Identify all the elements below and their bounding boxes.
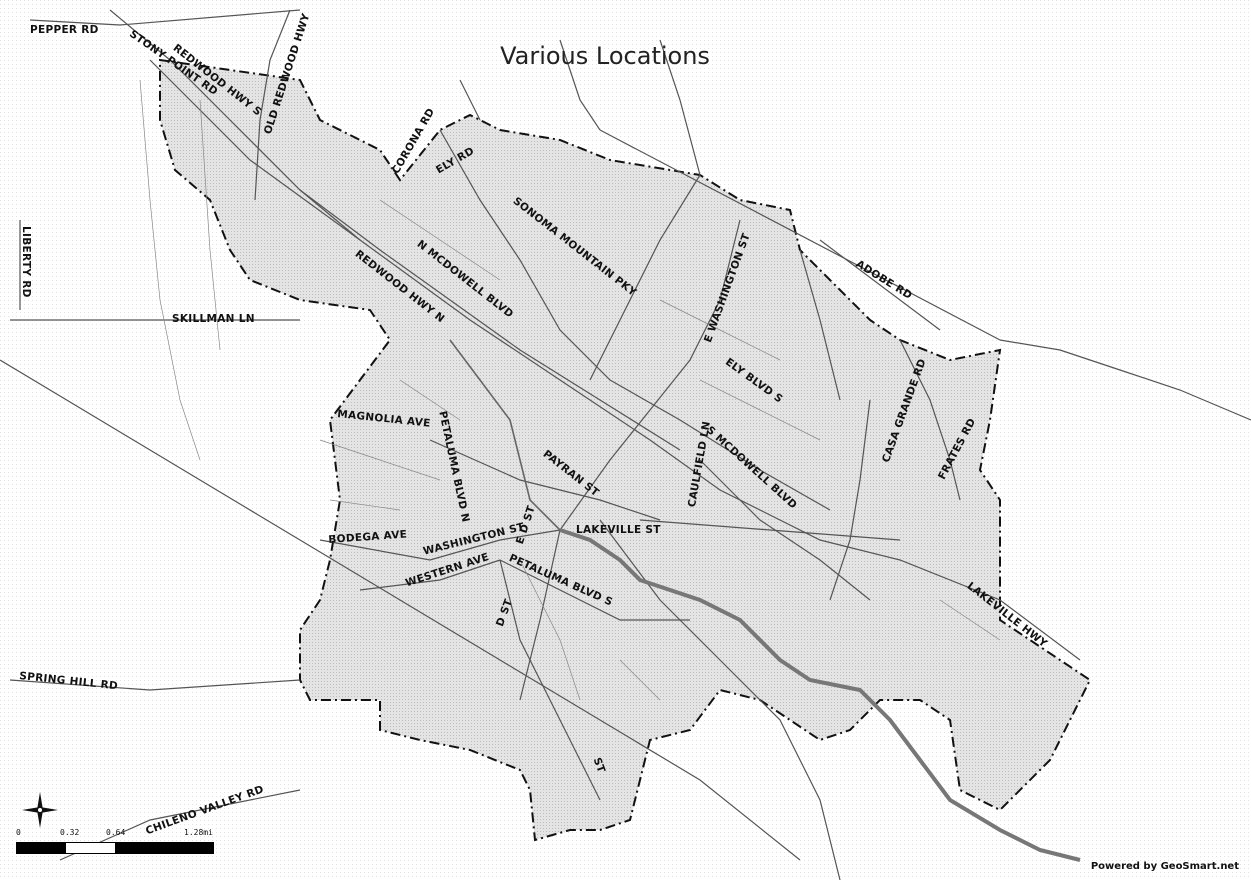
scale-bar: 0 0.32 0.64 1.28mi <box>16 818 216 866</box>
creek <box>449 339 561 531</box>
scale-tick-2: 0.64 <box>106 828 126 837</box>
scale-bar-graphic <box>16 842 214 854</box>
city-boundary <box>159 58 1092 842</box>
north-arrow-icon <box>20 790 60 830</box>
map-title: Various Locations <box>500 42 710 70</box>
scale-tick-3: 1.28mi <box>184 828 213 837</box>
map-credit: Powered by GeoSmart.net <box>1090 861 1239 872</box>
street-label-skillman-ln: SKILLMAN LN <box>172 313 255 325</box>
street-label-lakeville-st: LAKEVILLE ST <box>576 524 661 536</box>
street-label-liberty-rd: LIBERTY RD <box>20 226 32 298</box>
city-limits-area <box>160 60 1090 840</box>
scale-tick-0: 0 <box>16 828 21 837</box>
scale-tick-1: 0.32 <box>60 828 80 837</box>
petaluma-river <box>559 528 1081 862</box>
street-label-pepper-rd: PEPPER RD <box>30 24 99 36</box>
road-network <box>0 9 1251 880</box>
minor-roads <box>139 79 1001 701</box>
